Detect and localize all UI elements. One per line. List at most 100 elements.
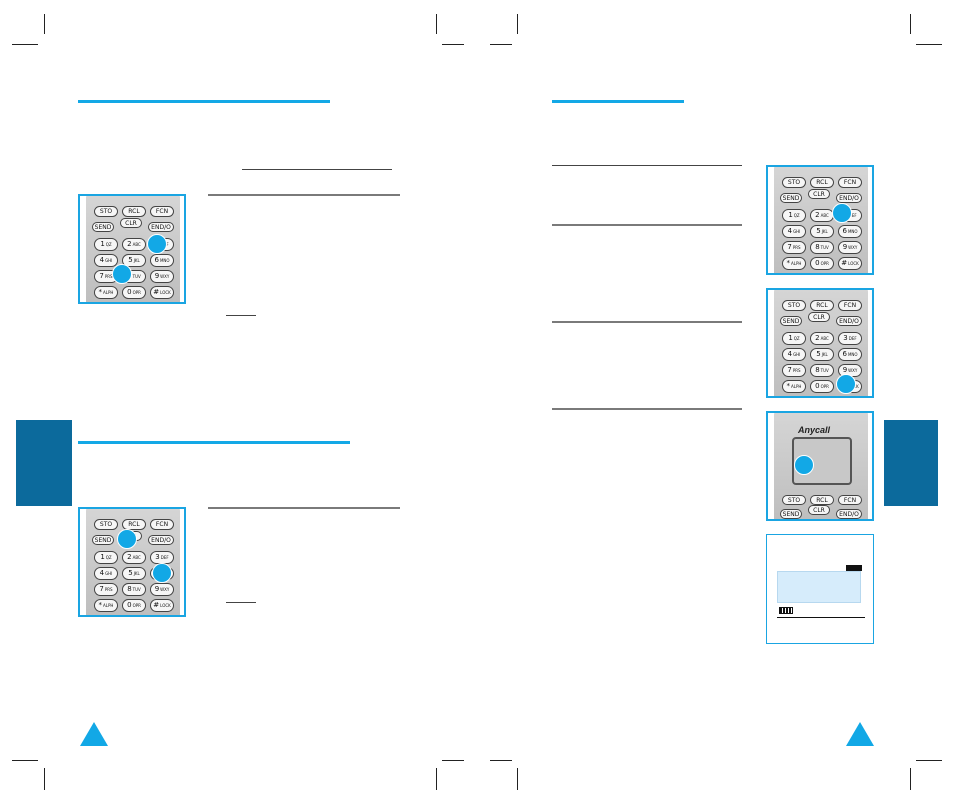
crop-mark	[517, 768, 518, 790]
function-key: STO	[782, 177, 806, 188]
function-key: STO	[782, 300, 806, 311]
keypad-key: #LOCK	[150, 286, 174, 299]
pointer-arrow-icon	[152, 563, 172, 583]
lcd-indicator	[846, 565, 862, 571]
end-key: END/O	[836, 193, 862, 203]
send-key: SEND	[92, 222, 114, 232]
crop-mark	[916, 44, 942, 45]
section-rule	[552, 100, 684, 103]
send-key: SEND	[780, 509, 802, 519]
crop-mark	[12, 44, 38, 45]
lcd-underline	[777, 617, 865, 618]
function-key: STO	[782, 495, 806, 505]
pointer-arrow-icon	[117, 529, 137, 549]
underline-rule	[242, 169, 392, 170]
logo: Anycall	[798, 425, 831, 435]
pointer-arrow-icon	[147, 234, 167, 254]
send-key: SEND	[92, 535, 114, 545]
keypad-key: *ALPH	[94, 599, 118, 612]
function-key: FCN	[838, 177, 862, 188]
keypad-key: *ALPH	[782, 380, 806, 393]
function-key: RCL	[810, 495, 834, 505]
step-rule	[552, 321, 742, 323]
send-key: SEND	[780, 193, 802, 203]
section-rule	[78, 441, 350, 444]
note-rule	[226, 602, 256, 603]
end-key: END/O	[148, 222, 174, 232]
function-key: RCL	[122, 206, 146, 217]
crop-mark	[12, 760, 38, 761]
crop-mark	[910, 768, 911, 790]
clr-key: CLR	[120, 218, 142, 228]
crop-mark	[436, 14, 437, 34]
keypad-key: *ALPH	[94, 286, 118, 299]
crop-mark	[44, 14, 45, 34]
crop-mark	[44, 768, 45, 790]
section-tab	[16, 420, 72, 506]
step-rule	[552, 408, 742, 410]
crop-mark	[910, 14, 911, 34]
function-key: RCL	[122, 519, 146, 530]
keypad-key: *ALPH	[782, 257, 806, 270]
crop-mark	[436, 768, 437, 790]
step-rule	[208, 194, 400, 196]
crop-mark	[490, 44, 512, 45]
end-key: END/O	[148, 535, 174, 545]
pointer-arrow-icon	[794, 455, 814, 475]
keypad-key: #LOCK	[838, 257, 862, 270]
crop-mark	[442, 44, 464, 45]
keypad-key: #LOCK	[150, 599, 174, 612]
pointer-arrow-icon	[112, 264, 132, 284]
clr-key: CLR	[808, 189, 830, 199]
keypad-illustration: STORCLFCNSENDCLREND/O1QZ2ABC3DEF4GHI5JKL…	[78, 507, 186, 617]
pointer-arrow-icon	[832, 203, 852, 223]
lcd-text-area	[777, 571, 861, 603]
crop-mark	[490, 760, 512, 761]
step-rule	[552, 165, 742, 166]
function-key: FCN	[150, 519, 174, 530]
function-key: FCN	[838, 300, 862, 311]
function-key: FCN	[150, 206, 174, 217]
triangle-up-icon	[846, 722, 874, 746]
keypad-illustration: STORCLFCNSENDCLREND/O1QZ2ABC3DEF4GHI5JKL…	[766, 165, 874, 275]
step-rule	[552, 224, 742, 226]
crop-mark	[517, 14, 518, 34]
send-key: SEND	[780, 316, 802, 326]
crop-mark	[442, 760, 464, 761]
crop-mark	[916, 760, 942, 761]
battery-icon	[779, 607, 793, 614]
function-key: RCL	[810, 177, 834, 188]
clr-key: CLR	[808, 312, 830, 322]
note-rule	[226, 315, 256, 316]
